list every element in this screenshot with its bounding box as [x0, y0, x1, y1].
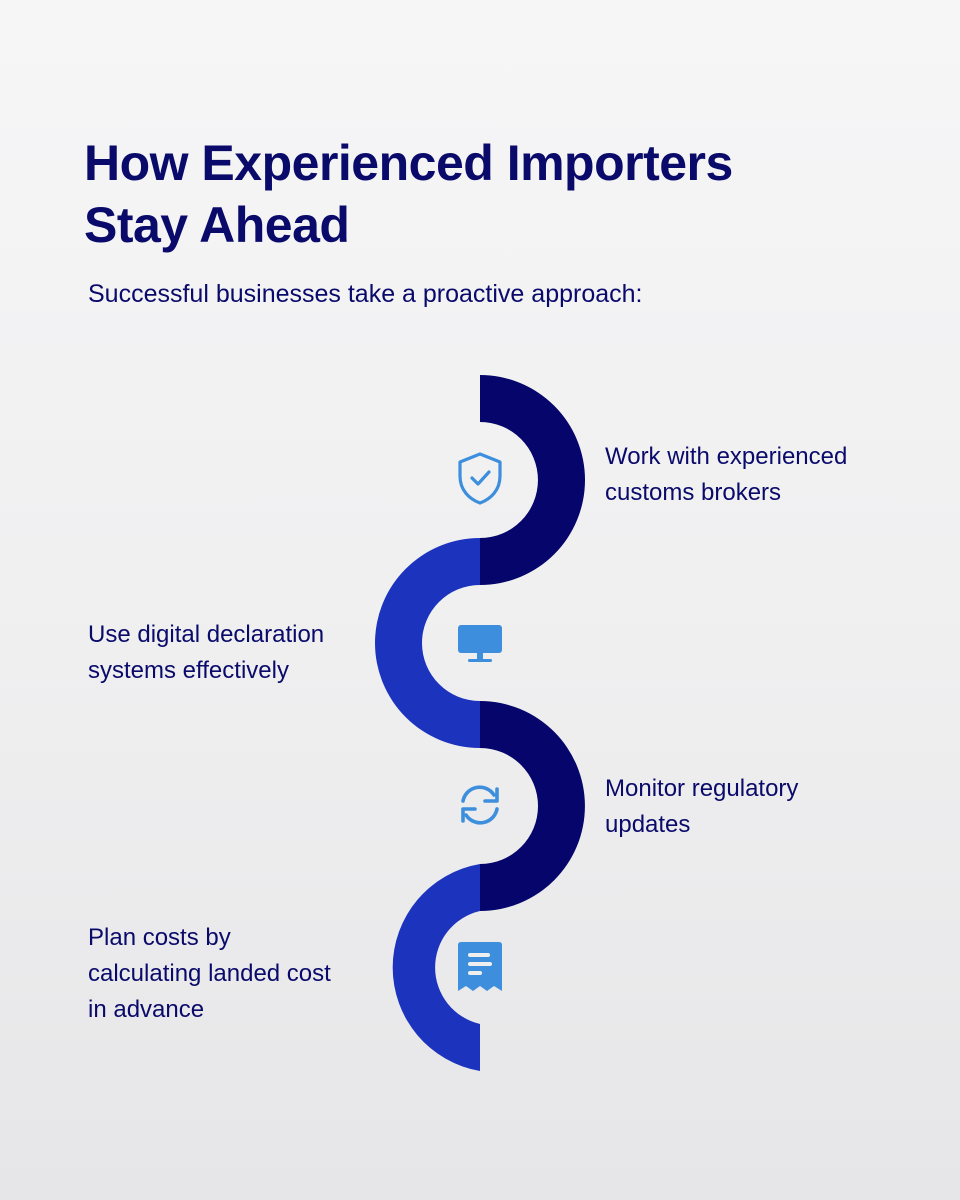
wave-segment-4 — [392, 864, 480, 1071]
title-line-2: Stay Ahead — [84, 197, 350, 253]
refresh-icon — [461, 785, 499, 825]
wave-segment-3 — [480, 701, 585, 911]
wave-segment-2 — [375, 538, 480, 748]
title-line-1: How Experienced Importers — [84, 135, 733, 191]
page-title: How Experienced Importers Stay Ahead — [84, 132, 844, 256]
page-subtitle: Successful businesses take a proactive a… — [88, 280, 643, 308]
receipt-icon — [458, 942, 502, 991]
step-2-text: Use digital declaration systems effectiv… — [88, 621, 325, 684]
step-1-text: Work with experienced customs brokers — [605, 443, 848, 506]
step-3-text: Monitor regulatory updates — [605, 775, 799, 838]
monitor-icon — [458, 625, 502, 662]
wave-segment-1 — [480, 375, 585, 585]
shield-check-icon — [458, 452, 502, 505]
step-4-text: Plan costs by calculating landed cost in… — [88, 924, 331, 1023]
